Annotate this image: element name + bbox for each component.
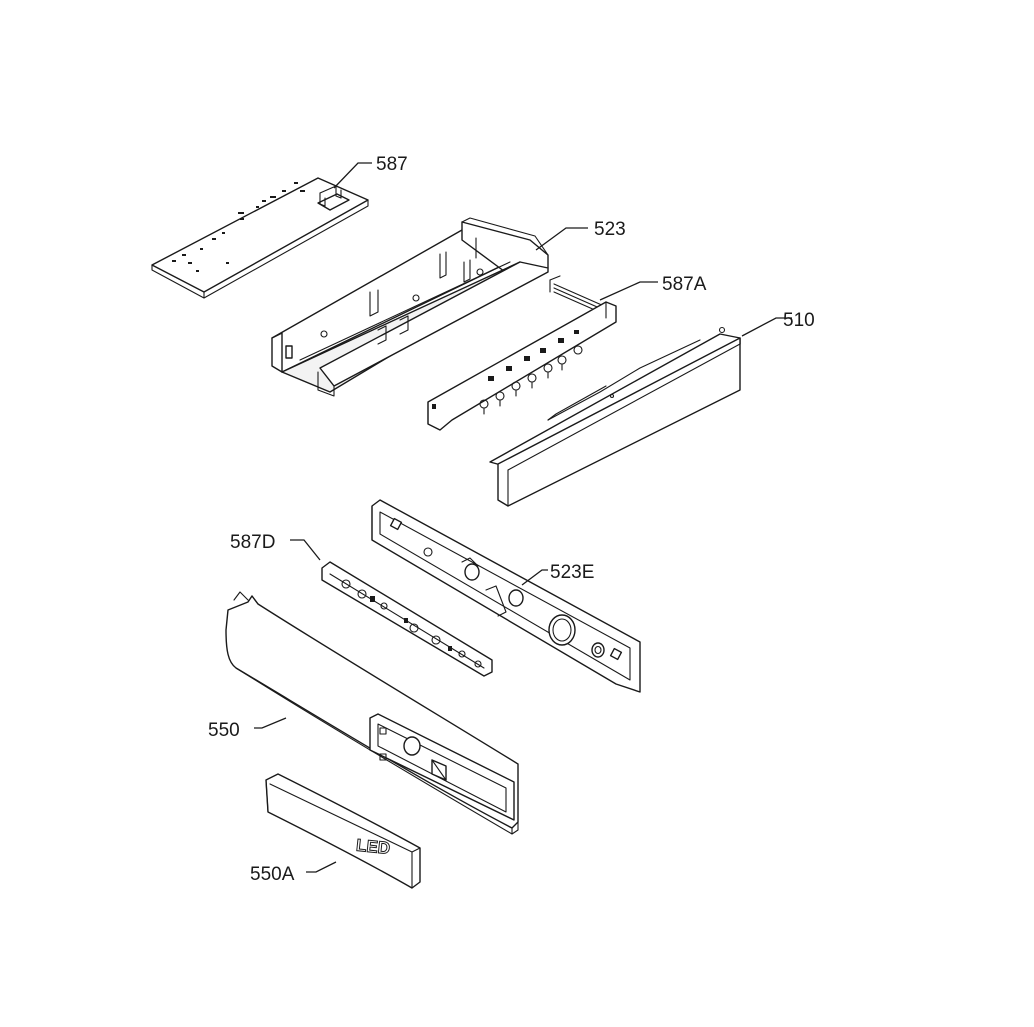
label-587D: 587D xyxy=(230,532,275,553)
callout-510: 510 xyxy=(741,310,815,337)
part-510-rail-cover xyxy=(489,326,741,507)
label-510: 510 xyxy=(783,310,815,331)
part-550-front-cover xyxy=(225,591,519,835)
label-587: 587 xyxy=(376,154,408,175)
callout-587A: 587A xyxy=(599,274,707,301)
part-550A-led-badge: LED xyxy=(265,773,421,889)
part-523-housing xyxy=(271,217,549,397)
callout-523E: 523E xyxy=(521,562,594,586)
callout-587: 587 xyxy=(333,154,408,189)
callout-550: 550 xyxy=(208,717,287,741)
label-587A: 587A xyxy=(662,274,707,295)
label-523: 523 xyxy=(594,219,626,240)
part-587-pcb-board xyxy=(151,177,369,299)
callout-523: 523 xyxy=(535,219,626,251)
label-523E: 523E xyxy=(550,562,594,583)
part-587D-led-pcb xyxy=(321,561,493,677)
callout-587D: 587D xyxy=(230,532,321,561)
switch-row xyxy=(479,345,583,415)
led-embossed-text: LED xyxy=(355,836,391,858)
label-550A: 550A xyxy=(250,864,295,885)
part-523E-front-bracket xyxy=(371,499,641,693)
label-550: 550 xyxy=(208,720,240,741)
callout-550A: 550A xyxy=(250,861,337,885)
part-587A-switch-pcb xyxy=(427,275,617,431)
